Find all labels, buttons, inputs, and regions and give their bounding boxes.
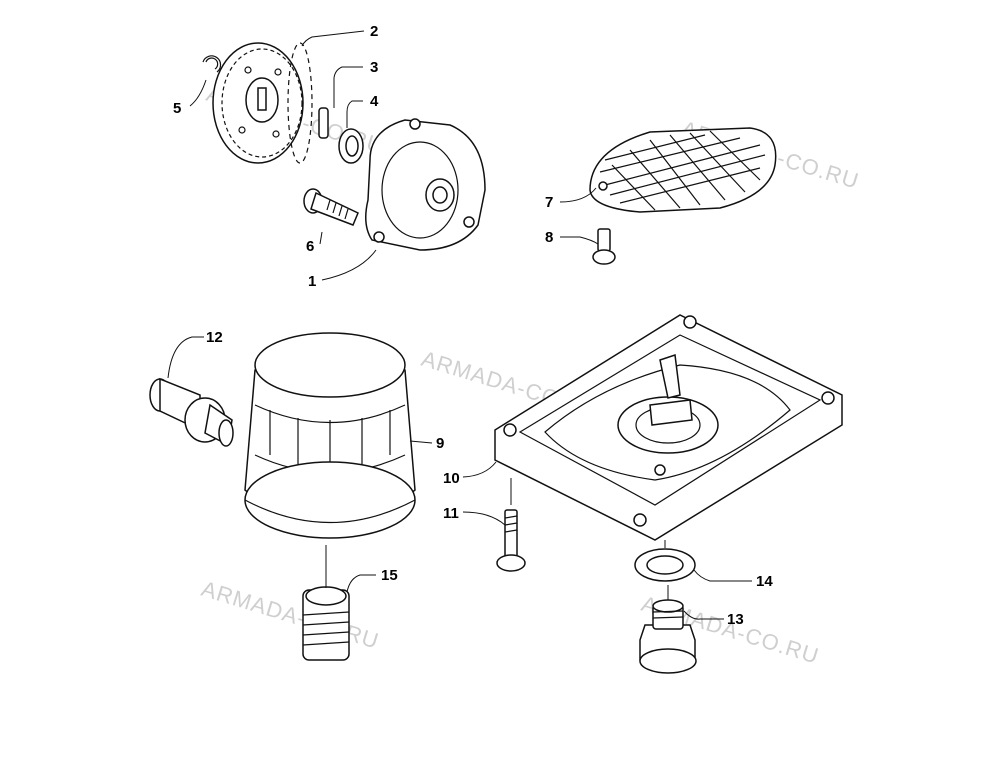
callout-numbers: 2 3 4 5 6 1 7 8 12 9 10 11 15 14 13 [173,23,773,628]
leader-lines [167,30,752,620]
callout-11: 11 [443,505,459,522]
callout-13: 13 [727,611,744,628]
part-oil-pump [365,118,486,251]
callout-2: 2 [370,23,378,40]
part-threaded-nipple [302,545,350,661]
callout-5: 5 [173,100,181,117]
part-bolt [303,188,359,226]
callout-9: 9 [436,435,444,452]
part-sump-housing [494,314,843,541]
callout-7: 7 [545,194,553,211]
part-drain-plug [639,585,697,674]
callout-10: 10 [443,470,460,487]
part-circlip [202,55,222,73]
callout-14: 14 [756,573,773,590]
part-oil-filter [244,332,416,539]
part-dowel-pin [318,107,329,139]
part-pressure-switch [149,377,234,447]
callout-12: 12 [206,329,223,346]
callout-6: 6 [306,238,314,255]
part-sprocket [212,42,313,164]
callout-3: 3 [370,59,378,76]
callout-1: 1 [308,273,316,290]
part-strainer-screen [589,127,777,213]
part-small-screw [592,228,616,265]
callout-4: 4 [370,93,379,110]
part-sealing-washer [634,540,696,582]
part-washer [338,128,364,164]
part-long-bolt [496,478,526,572]
watermark-4: ARMADA-CO.RU [199,576,383,654]
callout-8: 8 [545,229,553,246]
callout-15: 15 [381,567,398,584]
